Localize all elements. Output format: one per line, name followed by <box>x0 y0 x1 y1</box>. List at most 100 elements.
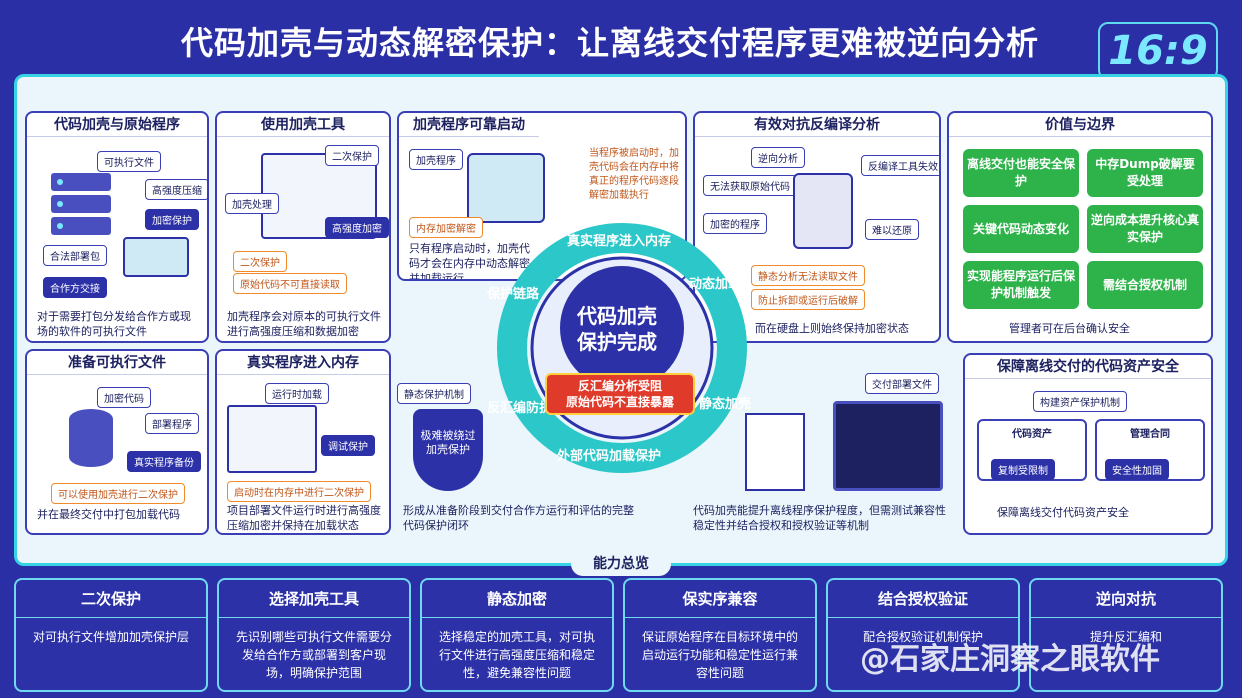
ring-label: 动态加载 <box>689 277 742 292</box>
panel-title: 有效对抗反编译分析 <box>695 113 939 137</box>
label-encrypted-program: 加密的程序 <box>703 213 767 234</box>
label-static-mechanism: 静态保护机制 <box>397 383 471 404</box>
capability-desc: 配合授权验证机制保护 <box>862 630 983 644</box>
capability-title: 结合授权验证 <box>828 580 1018 618</box>
document-icon <box>745 413 805 491</box>
ring-label: 外部代码加载保护 <box>557 449 662 464</box>
label-deploy-package: 合法部署包 <box>43 245 107 266</box>
panel-original-program: 代码加壳与原始程序 可执行文件 高强度压缩 加密保护 合法部署包 合作方交接 对… <box>25 111 209 343</box>
label-static-analysis: 静态分析无法读取文件 <box>751 265 865 286</box>
page-title: 代码加壳与动态解密保护：让离线交付程序更难被逆向分析 <box>180 24 1039 62</box>
label-protect-mechanism: 构建资产保护机制 <box>1033 391 1127 412</box>
panel-caption: 管理者可在后台确认安全 <box>1009 322 1130 335</box>
summary-title: 能力总览 <box>571 552 671 576</box>
capability-title: 二次保护 <box>16 580 206 618</box>
panel-value-boundary: 价值与边界 离线交付也能安全保护 中存Dump破解要受处理 关键代码动态变化 逆… <box>947 111 1213 343</box>
value-item: 关键代码动态变化 <box>963 205 1079 253</box>
panel-caption: 并在最终交付中打包加载代码 <box>37 508 180 521</box>
capability-card: 静态加密 选择稳定的加壳工具，对可执行文件进行高强度压缩和稳定性，避免兼容性问题 <box>420 578 614 692</box>
value-item: 离线交付也能安全保护 <box>963 149 1079 197</box>
warning-line-2: 原始代码不直接暴露 <box>565 395 674 409</box>
label-memory-protect: 启动时在内存中进行二次保护 <box>227 481 371 502</box>
server-icon <box>51 217 111 235</box>
panel-title: 真实程序进入内存 <box>217 351 389 375</box>
capability-title: 选择加壳工具 <box>219 580 409 618</box>
label-prevent-crack: 防止拆卸或运行后破解 <box>751 289 865 310</box>
document-icon <box>227 405 317 473</box>
shield-text: 极难被绕过 加壳保护 <box>415 429 481 457</box>
panel-caption: 对于需要打包分发给合作方或现场的软件的可执行文件 <box>37 310 191 338</box>
label-executable: 可执行文件 <box>97 151 161 172</box>
label-copy-limit: 复制受限制 <box>991 459 1055 480</box>
capability-title: 逆向对抗 <box>1031 580 1221 618</box>
capability-title: 保实序兼容 <box>625 580 815 618</box>
ring-label: 真实程序进入内存 <box>567 234 672 249</box>
laptop-icon <box>123 237 189 277</box>
database-icon <box>69 409 113 467</box>
center-line-2: 保护完成 <box>577 330 657 354</box>
panel-title: 保障离线交付的代码资产安全 <box>965 355 1211 379</box>
label-packer-program: 加壳程序 <box>409 149 463 170</box>
ring-label: 反汇编防护 <box>487 401 553 416</box>
value-item: 逆向成本提升核心真实保护 <box>1087 205 1203 253</box>
capability-card: 结合授权验证 配合授权验证机制保护 <box>826 578 1020 692</box>
asset-card-title: 代码资产 <box>1012 429 1052 440</box>
watermark: @石家庄洞察之眼软件 <box>860 642 1160 677</box>
value-item: 中存Dump破解要受处理 <box>1087 149 1203 197</box>
panel-caption: 保障离线交付代码资产安全 <box>997 506 1129 519</box>
server-icon <box>51 195 111 213</box>
label-runtime-load: 运行时加载 <box>265 383 329 404</box>
label-packing: 加壳处理 <box>225 193 279 214</box>
panel-caption: 只有程序启动时，加壳代码才会在内存中动态解密并加载运行 <box>409 242 530 281</box>
warning-badge: 反汇编分析受阻 原始代码不直接暴露 <box>545 373 695 415</box>
capability-card: 选择加壳工具 先识别哪些可执行文件需要分发给合作方或部署到客户现场，明确保护范围 <box>217 578 411 692</box>
label-deploy-files: 交付部署文件 <box>865 373 939 394</box>
label-can-pack: 可以使用加壳进行二次保护 <box>51 483 185 504</box>
label-encryption: 加密保护 <box>145 209 199 230</box>
center-title: 代码加壳 保护完成 <box>562 303 672 355</box>
asset-card: 管理合同 <box>1095 419 1205 481</box>
label-encrypted-code: 加密代码 <box>97 387 151 408</box>
diagram-board: 代码加壳与原始程序 可执行文件 高强度压缩 加密保护 合法部署包 合作方交接 对… <box>14 74 1228 566</box>
value-item: 实现能程序运行后保护机制触发 <box>963 261 1079 309</box>
asset-card-title: 管理合同 <box>1130 429 1170 440</box>
tool-window-icon <box>261 153 377 239</box>
capability-desc: 先识别哪些可执行文件需要分发给合作方或部署到客户现场，明确保护范围 <box>235 630 392 680</box>
ring-label: 静态加壳 <box>699 397 752 412</box>
panel-packer-tool: 使用加壳工具 二次保护 加壳处理 高强度加密 二次保护 原始代码不可直接读取 加… <box>215 111 391 343</box>
server-icon <box>51 173 111 191</box>
capability-title: 静态加密 <box>422 580 612 618</box>
label-reverse-analysis: 逆向分析 <box>751 147 805 168</box>
asset-card: 代码资产 <box>977 419 1087 481</box>
label-not-readable: 原始代码不可直接读取 <box>233 273 347 294</box>
label-decompiler-fail: 反编译工具失效 <box>861 155 939 176</box>
value-item: 需结合授权机制 <box>1087 261 1203 309</box>
shield-label: 极难被绕过 <box>420 429 476 442</box>
capability-card: 逆向对抗 提升反汇编和 <box>1029 578 1223 692</box>
warning-line-1: 反汇编分析受阻 <box>577 379 662 393</box>
safe-lock-icon <box>467 153 545 223</box>
panel-prepare-exe: 准备可执行文件 加密代码 部署程序 真实程序备份 可以使用加壳进行二次保护 并在… <box>25 349 209 535</box>
panel-asset-security: 保障离线交付的代码资产安全 构建资产保护机制 代码资产 管理合同 复制受限制 安… <box>963 353 1213 535</box>
panel-caption: 而在硬盘上则始终保持加密状态 <box>755 322 909 335</box>
label-memory-decrypt: 内存加密解密 <box>409 217 483 238</box>
label-debug-protect: 调试保护 <box>321 435 375 456</box>
panel-caption: 形成从准备阶段到交付合作方运行和评估的完整代码保护闭环 <box>403 504 634 532</box>
label-real-backup: 真实程序备份 <box>127 451 201 472</box>
panel-caption: 加壳程序会对原本的可执行文件进行高强度压缩和数据加密 <box>227 310 381 338</box>
capability-desc: 对可执行文件增加加壳保护层 <box>32 630 189 644</box>
panel-title: 加壳程序可靠启动 <box>399 113 539 137</box>
panel-title: 代码加壳与原始程序 <box>27 113 207 137</box>
capability-desc: 保证原始程序在目标环境中的启动运行功能和稳定性运行兼容性问题 <box>641 630 798 680</box>
label-protect-2: 二次保护 <box>233 251 287 272</box>
panel-caption: 代码加壳能提升离线程序保护程度，但需测试兼容性稳定性并结合授权和授权验证等机制 <box>693 504 946 532</box>
capability-card: 保实序兼容 保证原始程序在目标环境中的启动运行功能和稳定性运行兼容性问题 <box>623 578 817 692</box>
center-line-1: 代码加壳 <box>577 304 657 328</box>
capability-desc: 提升反汇编和 <box>1089 630 1162 644</box>
monitor-icon <box>833 401 943 491</box>
panel-into-memory: 真实程序进入内存 运行时加载 调试保护 启动时在内存中进行二次保护 项目部署文件… <box>215 349 391 535</box>
label-no-source: 无法获取原始代码 <box>703 175 797 196</box>
label-compression: 高强度压缩 <box>145 179 207 200</box>
label-deploy-program: 部署程序 <box>145 413 199 434</box>
capability-card: 二次保护 对可执行文件增加加壳保护层 <box>14 578 208 692</box>
